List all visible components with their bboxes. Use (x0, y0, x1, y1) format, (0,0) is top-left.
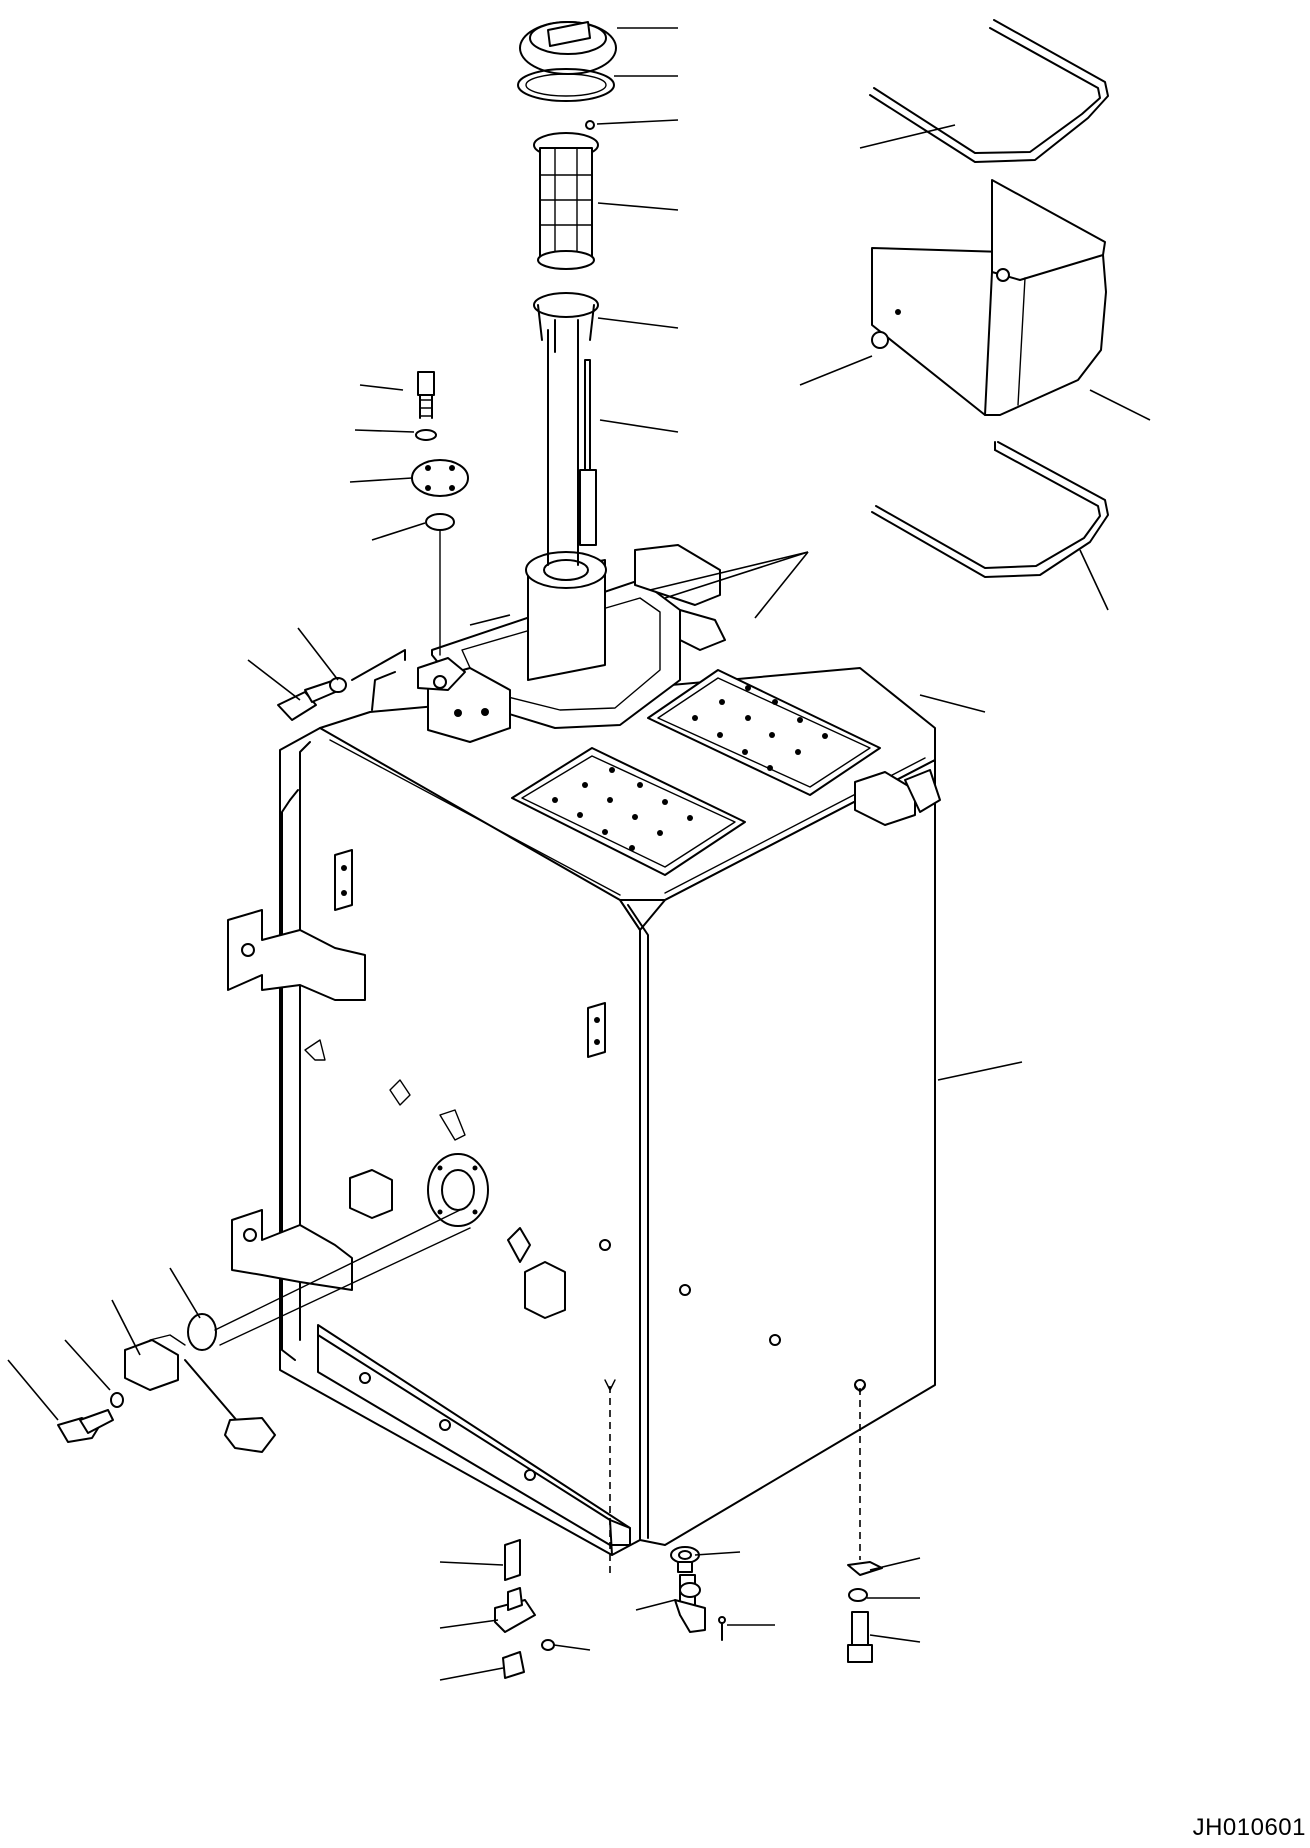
top-right-bracket (855, 770, 940, 825)
dipstick-tube (548, 330, 596, 565)
level-gauge-flange (428, 1154, 488, 1226)
cover-plate-bolt-set (412, 372, 468, 655)
side-bolt (278, 650, 405, 720)
cap-o-ring (518, 69, 614, 101)
side-bracket-upper (228, 910, 365, 1000)
tank-cover (872, 180, 1106, 415)
strainer (534, 133, 598, 269)
left-face-fittings (305, 850, 865, 1390)
side-bracket-lower (232, 1210, 352, 1290)
top-cover-right (648, 670, 880, 795)
bottom-strap (318, 1325, 630, 1555)
filler-cap (520, 22, 616, 74)
level-switch-parts (58, 1210, 470, 1452)
guard-bar-lower (872, 442, 1108, 577)
drawing-code-label: JH010601 (1192, 1814, 1306, 1841)
top-cover-left (512, 748, 745, 875)
strainer-holder (534, 293, 598, 352)
guard-bar-upper (870, 20, 1108, 162)
cap-pin (586, 121, 594, 129)
filler-neck-assembly (372, 545, 725, 742)
drain-fittings (495, 1380, 882, 1678)
leader-lines (8, 28, 1150, 1680)
